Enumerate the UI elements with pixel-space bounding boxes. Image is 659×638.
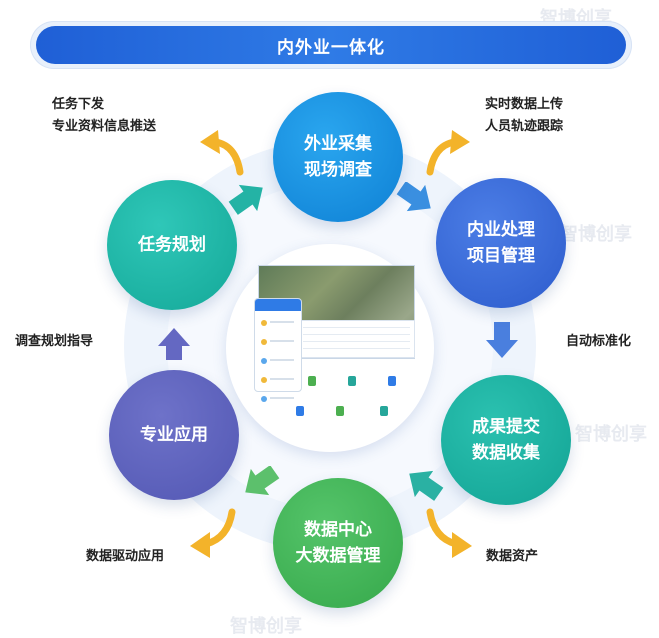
node-label: 任务规划 bbox=[138, 235, 206, 255]
curved-arrow-icon bbox=[426, 508, 472, 558]
node-label: 项目管理 bbox=[467, 246, 535, 266]
app-icons-row bbox=[290, 402, 400, 424]
label-top-right: 实时数据上传 人员轨迹跟踪 bbox=[485, 94, 563, 138]
node-task-plan: 任务规划 bbox=[107, 180, 237, 310]
curved-arrow-icon bbox=[190, 508, 236, 558]
node-label: 现场调查 bbox=[304, 160, 372, 180]
label-left: 调查规划指导 bbox=[15, 334, 94, 349]
label-bottom-left: 数据驱动应用 bbox=[86, 549, 165, 564]
node-label: 外业采集 bbox=[304, 134, 372, 154]
label-line: 人员轨迹跟踪 bbox=[485, 119, 564, 134]
label-line: 任务下发 bbox=[52, 97, 105, 112]
node-label: 大数据管理 bbox=[295, 546, 381, 566]
watermark: 智博创享 bbox=[575, 424, 647, 445]
phone-screenshot bbox=[254, 298, 302, 402]
arrow-icon bbox=[245, 466, 280, 496]
node-label: 数据中心 bbox=[304, 520, 372, 540]
label-top-left: 任务下发 专业资料信息推送 bbox=[52, 94, 156, 138]
arrow-icon bbox=[409, 470, 444, 501]
table-screenshot bbox=[298, 320, 415, 358]
curved-arrow-icon bbox=[426, 130, 470, 176]
title-banner: 内外业一体化 bbox=[30, 21, 632, 69]
curved-arrow-icon bbox=[200, 130, 244, 176]
node-label: 内业处理 bbox=[467, 220, 535, 240]
arrow-icon bbox=[396, 182, 431, 212]
node-data-center: 数据中心 大数据管理 bbox=[273, 478, 403, 608]
watermark: 智博创享 bbox=[230, 616, 302, 637]
app-icons-row bbox=[302, 372, 412, 394]
label-line: 实时数据上传 bbox=[485, 97, 564, 112]
arrow-icon bbox=[486, 322, 518, 358]
arrow-icon bbox=[228, 184, 263, 215]
node-result-submit: 成果提交 数据收集 bbox=[441, 375, 571, 505]
node-label: 数据收集 bbox=[472, 443, 540, 463]
node-label: 专业应用 bbox=[140, 425, 208, 445]
watermark: 智博创享 bbox=[560, 224, 632, 245]
node-label: 成果提交 bbox=[472, 417, 540, 437]
node-professional-app: 专业应用 bbox=[109, 370, 239, 500]
node-field-collect: 外业采集 现场调查 bbox=[273, 92, 403, 222]
label-bottom-right: 数据资产 bbox=[486, 549, 539, 564]
page-title: 内外业一体化 bbox=[36, 26, 626, 64]
label-line: 专业资料信息推送 bbox=[52, 119, 157, 134]
label-right: 自动标准化 bbox=[566, 334, 632, 349]
node-office-manage: 内业处理 项目管理 bbox=[436, 178, 566, 308]
arrow-icon bbox=[158, 328, 190, 360]
